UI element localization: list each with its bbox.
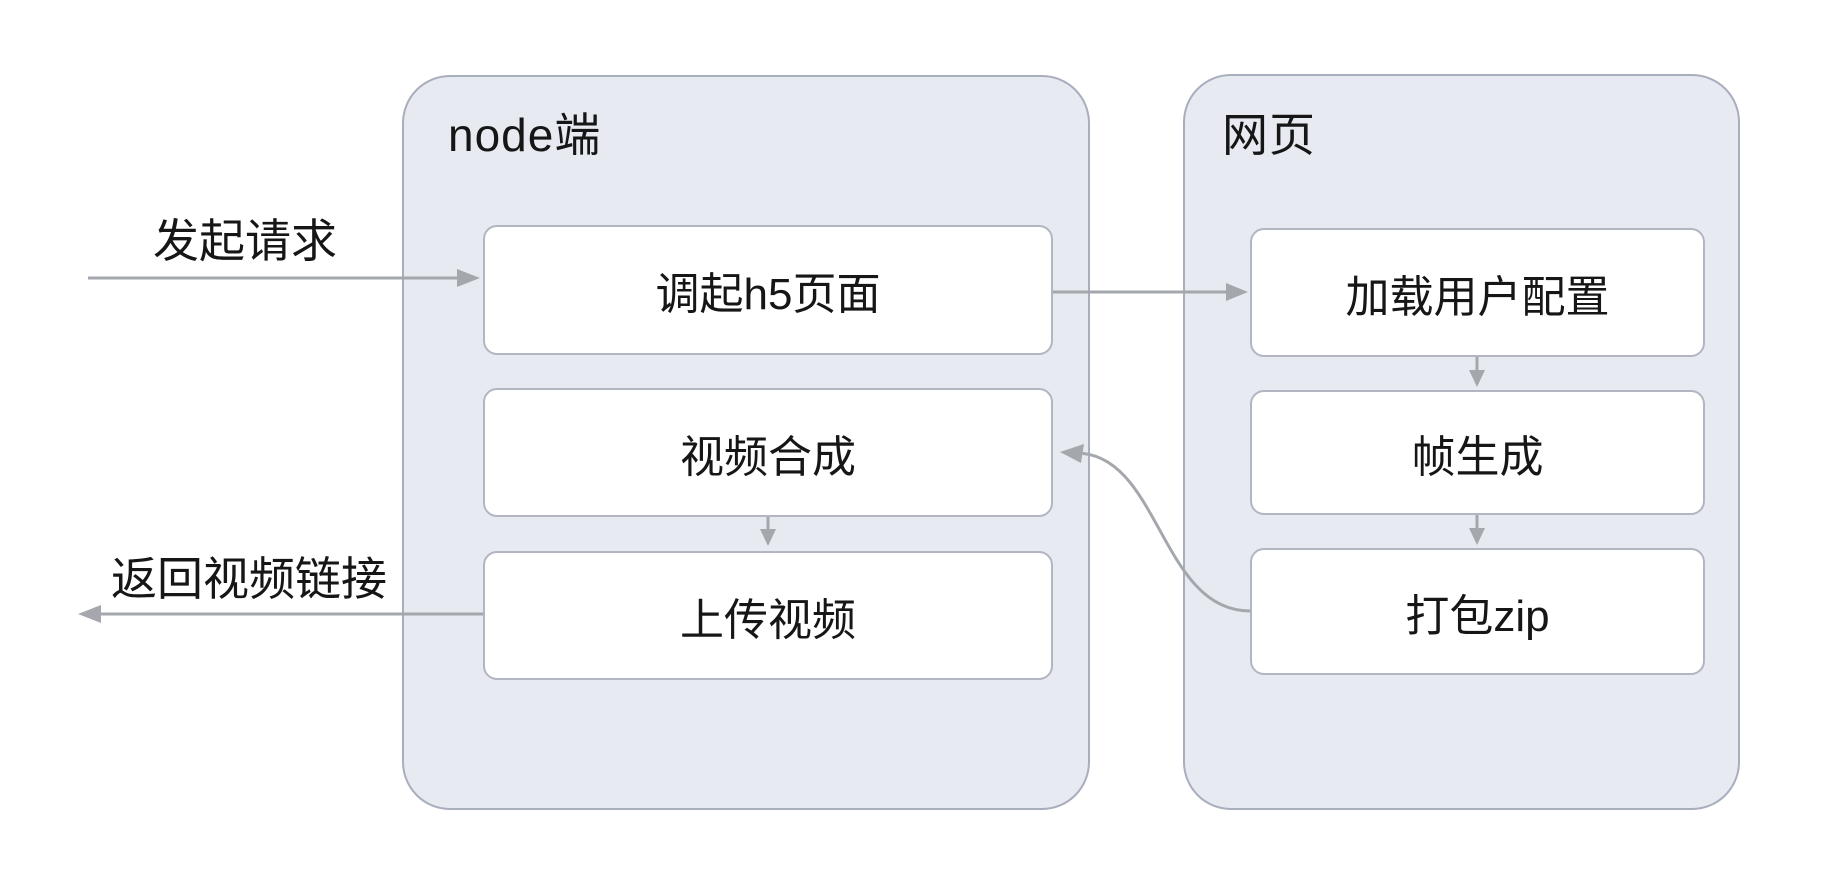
node-call-h5-page: 调起h5页面 — [483, 225, 1053, 355]
node-upload-video: 上传视频 — [483, 551, 1053, 680]
node-frame-generation: 帧生成 — [1250, 390, 1705, 515]
group-web-title: 网页 — [1222, 109, 1316, 161]
node-load-user-config-label: 加载用户配置 — [1345, 272, 1610, 322]
node-frame-generation-label: 帧生成 — [1411, 432, 1544, 482]
edge-response-arrowhead — [78, 605, 101, 623]
group-node-title: node端 — [448, 109, 602, 161]
node-upload-video-label: 上传视频 — [680, 595, 856, 645]
node-video-synthesis: 视频合成 — [483, 388, 1053, 517]
node-pack-zip: 打包zip — [1250, 548, 1705, 675]
edge-label-response: 返回视频链接 — [111, 553, 387, 605]
edge-label-request: 发起请求 — [153, 215, 337, 267]
node-video-synthesis-label: 视频合成 — [680, 432, 856, 482]
node-call-h5-page-label: 调起h5页面 — [655, 270, 881, 319]
node-load-user-config: 加载用户配置 — [1250, 228, 1705, 357]
node-pack-zip-label: 打包zip — [1405, 591, 1550, 641]
